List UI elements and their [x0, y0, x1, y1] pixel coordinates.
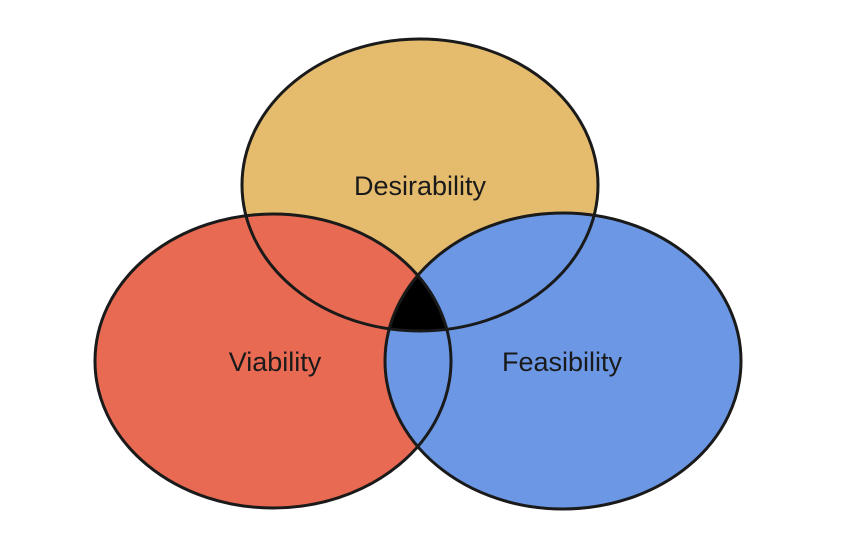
- desirability-label: Desirability: [354, 171, 487, 201]
- viability-circle: [95, 214, 451, 508]
- viability-label: Viability: [229, 347, 322, 377]
- feasibility-circle: [385, 213, 741, 509]
- desirability-outline: [240, 37, 600, 333]
- circle-outlines: [93, 37, 743, 511]
- feasibility-outline: [383, 211, 743, 511]
- viability-outline: [93, 212, 453, 510]
- feasibility-label: Feasibility: [502, 347, 623, 377]
